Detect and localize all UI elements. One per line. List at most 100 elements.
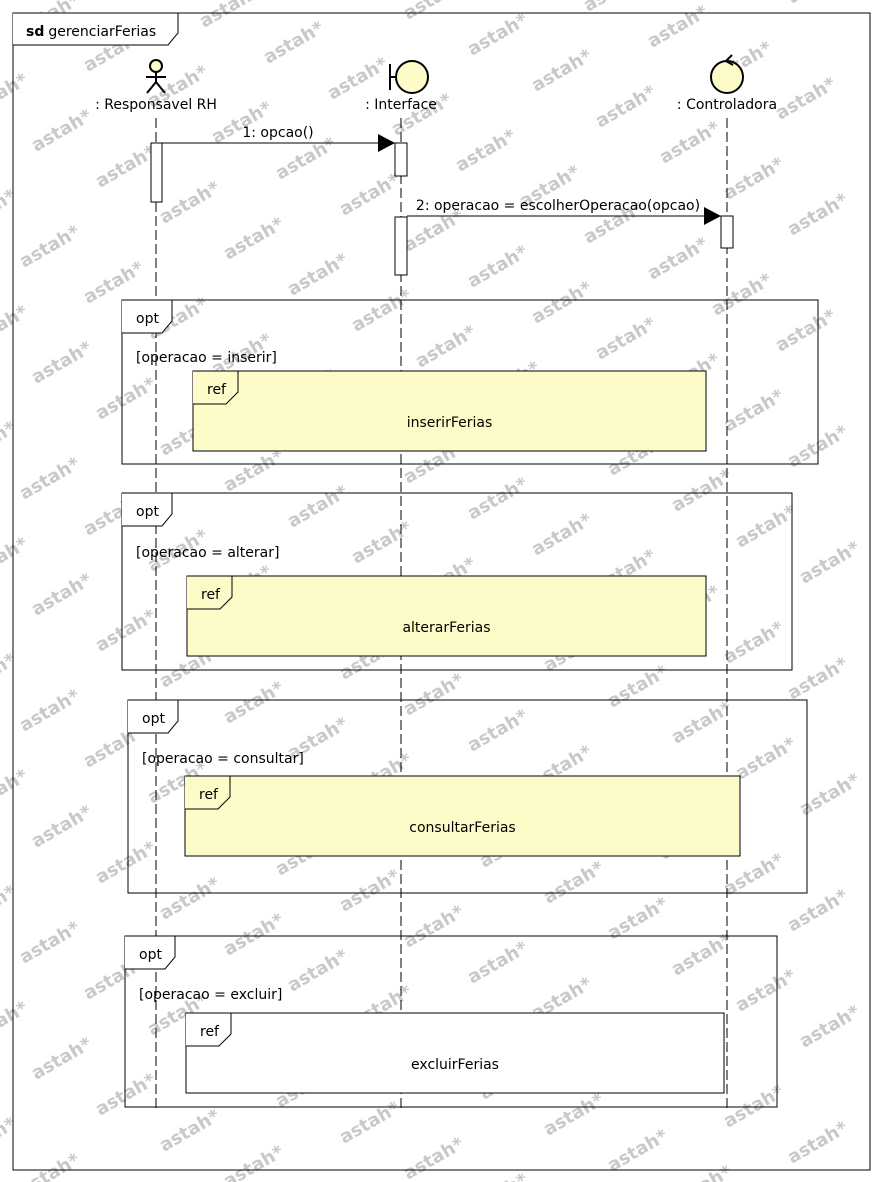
watermark-text: astah* — [16, 917, 84, 968]
fragments-layer: opt[operacao = inserir]refinserirFeriaso… — [121, 299, 819, 1108]
fragment-operator: opt — [142, 711, 165, 727]
watermark-text: astah* — [92, 605, 160, 656]
watermark-text: astah* — [284, 481, 352, 532]
watermark-text: astah* — [540, 857, 608, 908]
ref-name[interactable]: inserirFerias — [407, 415, 493, 431]
watermark-text: astah* — [348, 285, 416, 336]
message-label-1[interactable]: 1: opcao() — [242, 125, 313, 141]
ref-keyword-tab — [193, 370, 239, 405]
sequence-frame — [12, 12, 871, 1171]
watermark-text: astah* — [784, 1117, 852, 1168]
lifeline-label-responsavel-rh[interactable]: : Responsavel RH — [95, 97, 217, 113]
fragment-box[interactable] — [124, 935, 778, 1108]
watermark-text: astah* — [336, 1097, 404, 1148]
ref-keyword: ref — [199, 787, 219, 803]
control-icon[interactable] — [710, 54, 744, 94]
watermark-text: astah* — [196, 0, 264, 32]
watermark-text: astah* — [464, 1169, 532, 1182]
fragment-guard[interactable]: [operacao = consultar] — [142, 751, 304, 767]
watermark-text: astah* — [0, 765, 32, 816]
ref-box[interactable] — [192, 370, 707, 452]
watermark-text: astah* — [0, 69, 32, 120]
watermark-text: astah* — [336, 865, 404, 916]
watermark-text: astah* — [772, 305, 840, 356]
activation-interface-1 — [394, 142, 408, 177]
watermark-text: astah* — [784, 653, 852, 704]
watermark-text: astah* — [0, 417, 20, 468]
message-label-2[interactable]: 2: operacao = escolherOperacao(opcao) — [416, 198, 700, 214]
lifeline-label-interface[interactable]: : Interface — [365, 97, 437, 113]
watermark-text: astah* — [528, 45, 596, 96]
ref-box[interactable] — [185, 1012, 725, 1094]
actor-icon[interactable] — [146, 59, 166, 94]
watermark-text: astah* — [668, 697, 736, 748]
activation-interface-2 — [394, 216, 408, 276]
watermark-text: astah* — [156, 873, 224, 924]
fragment-operator: opt — [136, 504, 159, 520]
message-arrowhead-1 — [378, 134, 395, 152]
watermark-text: astah* — [156, 177, 224, 228]
watermark-text: astah* — [400, 1133, 468, 1182]
watermark-text: astah* — [220, 213, 288, 264]
frame-name: gerenciarFerias — [48, 24, 156, 40]
watermark-text: astah* — [28, 801, 96, 852]
fragment-operator-tab — [122, 299, 173, 334]
boundary-icon[interactable] — [389, 60, 429, 94]
watermark-text: astah* — [220, 1141, 288, 1182]
fragment-guard[interactable]: [operacao = inserir] — [136, 350, 277, 366]
watermark-text: astah* — [16, 1149, 84, 1182]
watermark-text: astah* — [708, 269, 776, 320]
fragment-box[interactable] — [127, 699, 808, 894]
watermark-text: astah* — [668, 929, 736, 980]
lifeline-label-controladora[interactable]: : Controladora — [677, 97, 777, 113]
ref-name[interactable]: consultarFerias — [409, 820, 515, 836]
watermark-text: astah* — [464, 473, 532, 524]
ref-keyword-tab — [185, 775, 231, 810]
ref-keyword-tab — [186, 1012, 232, 1047]
watermark-text: astah* — [528, 277, 596, 328]
fragment-operator-tab — [128, 699, 179, 734]
watermark-text: astah* — [0, 301, 32, 352]
fragment-box[interactable] — [121, 299, 819, 465]
watermark-text: astah* — [604, 1125, 672, 1176]
ref-name[interactable]: alterarFerias — [402, 620, 490, 636]
watermark-text: astah* — [220, 677, 288, 728]
watermark-text: astah* — [28, 569, 96, 620]
fragment-box[interactable] — [121, 492, 793, 671]
watermark-text: astah* — [604, 661, 672, 712]
watermark-text: astah* — [0, 1113, 20, 1164]
watermark-text: astah* — [784, 0, 852, 8]
watermark-text: astah* — [156, 1105, 224, 1156]
opt-fragment[interactable]: opt [operacao = consultar] ref consultarFer… — [127, 699, 808, 894]
watermark-text: astah* — [336, 169, 404, 220]
watermark-text: astah* — [260, 17, 328, 68]
watermark-text: astah* — [400, 901, 468, 952]
watermark-text: astah* — [604, 893, 672, 944]
watermark-text: astah* — [0, 0, 20, 4]
fragment-guard[interactable]: [operacao = excluir] — [139, 987, 282, 1003]
watermark-text: astah* — [400, 0, 468, 24]
watermark-text: astah* — [28, 337, 96, 388]
fragment-guard[interactable]: [operacao = alterar] — [136, 545, 279, 561]
watermark-text: astah* — [592, 313, 660, 364]
watermark-text: astah* — [464, 705, 532, 756]
watermark-text: astah* — [732, 733, 800, 784]
ref-name[interactable]: excluirFerias — [411, 1057, 499, 1073]
fragment-operator-tab — [122, 492, 173, 527]
watermark-text: astah* — [644, 1, 712, 52]
watermark-text: astah* — [16, 221, 84, 272]
activation-controladora — [720, 215, 734, 249]
ref-box[interactable] — [186, 575, 707, 657]
frame-keyword: sd — [26, 24, 44, 40]
message-arrowhead-2 — [704, 207, 721, 225]
watermark-text: astah* — [92, 1069, 160, 1120]
watermark-text: astah* — [0, 533, 32, 584]
watermark-text: astah* — [464, 9, 532, 60]
ref-box[interactable] — [184, 775, 741, 857]
watermark-text: astah* — [720, 153, 788, 204]
watermark-text: astah* — [668, 465, 736, 516]
